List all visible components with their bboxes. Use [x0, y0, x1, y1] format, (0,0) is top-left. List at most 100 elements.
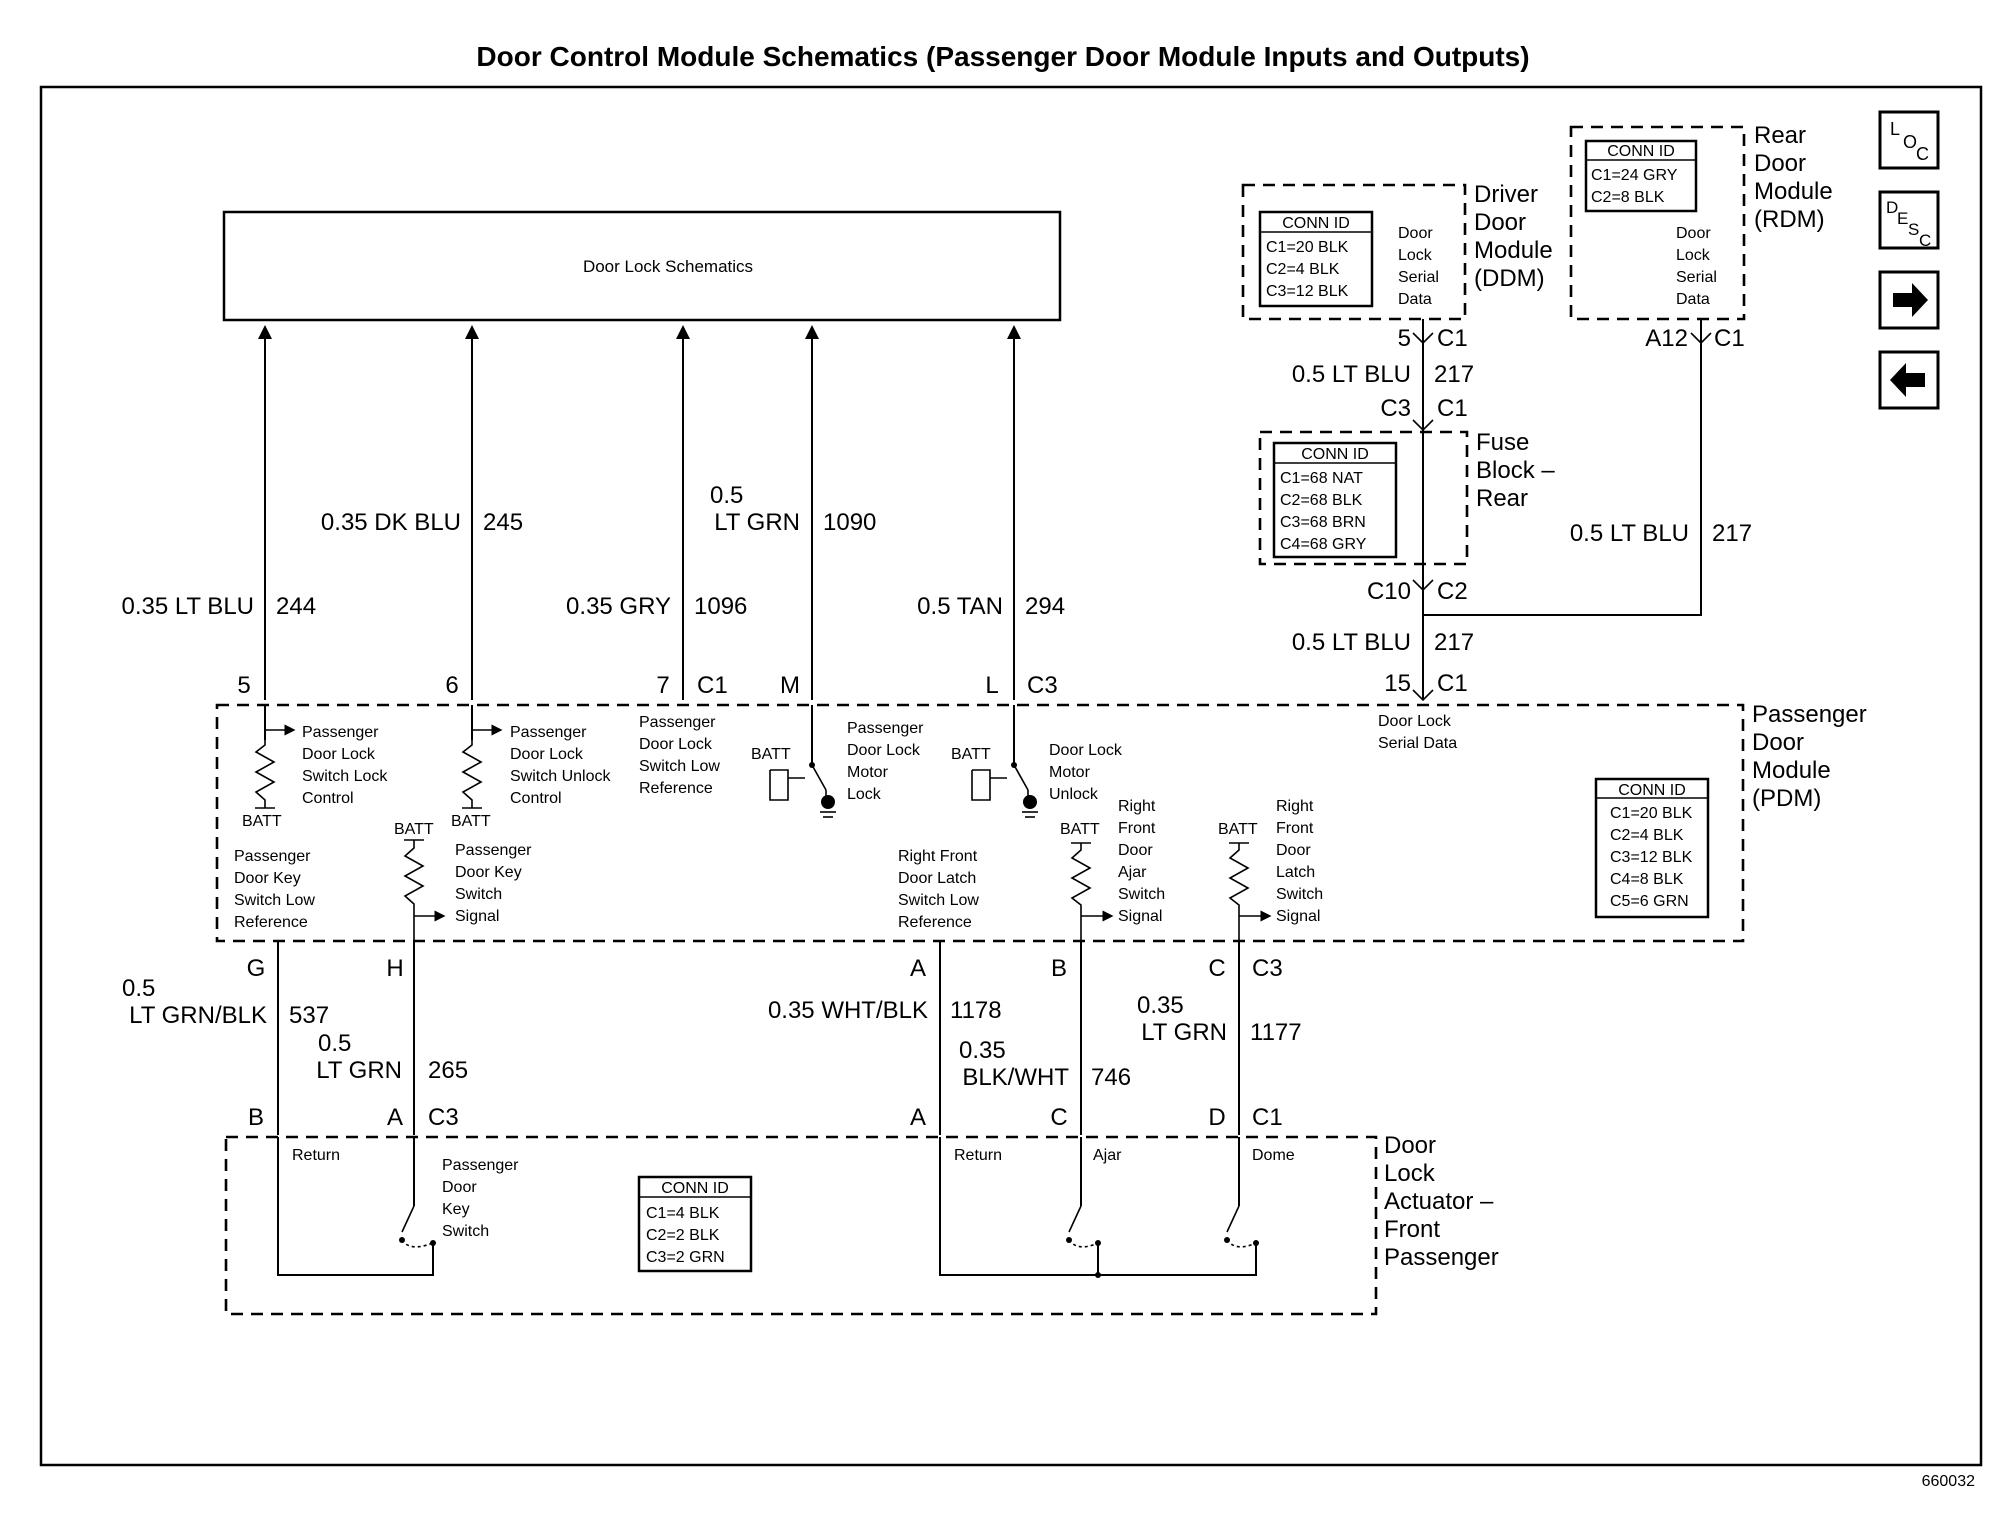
pdm-ajar-4: Ajar	[1118, 864, 1147, 881]
pdm-conn-header: CONN ID	[1618, 782, 1686, 799]
fuse-conn-c2-label: C2	[1437, 578, 1468, 605]
ddm-name-2: Door	[1474, 209, 1526, 236]
wire-244-circuit: 244	[276, 593, 316, 620]
actuator-conn-c3: C3=2 GRN	[646, 1249, 725, 1266]
pdm-unlock-ctrl-2: Door Lock	[510, 746, 584, 763]
pdm-lock-ctrl-3: Switch Lock	[302, 768, 388, 785]
pdm-latch-low-ref-2: Door Latch	[898, 870, 976, 887]
actuator-key-4: Switch	[442, 1223, 489, 1240]
previous-page-button[interactable]	[1878, 350, 1940, 410]
ddm-name-4: (DDM)	[1474, 265, 1545, 292]
wire-1177-pin-top: C	[1208, 955, 1225, 982]
pdm-conn-c4: C4=8 BLK	[1610, 871, 1684, 888]
fuse-conn-table	[1272, 441, 1398, 559]
door-lock-schematics-label: Door Lock Schematics	[583, 257, 753, 276]
loc-letter-l: L	[1890, 119, 1900, 139]
pdm-batt-6: BATT	[1060, 821, 1100, 838]
wire-1178-circuit: 1178	[950, 997, 1002, 1024]
wire-1090-size-gauge: 0.5	[710, 482, 743, 509]
pdm-lock-ctrl-2: Door Lock	[302, 746, 376, 763]
wire-244-size: 0.35 LT BLU	[121, 593, 254, 620]
wire-265-size-gauge: 0.5	[318, 1030, 351, 1057]
pdm-motor-lock-1: Passenger	[847, 720, 924, 737]
ddm-serial-2: Lock	[1398, 247, 1433, 264]
wire-746-pin-bot: C	[1050, 1104, 1067, 1131]
door-lock-actuator: Door Lock Actuator – Front Passenger CON…	[224, 1132, 1499, 1316]
actuator-key-2: Door	[442, 1179, 477, 1196]
location-button[interactable]: L O C	[1878, 110, 1940, 170]
arrow-left-icon	[1890, 363, 1925, 397]
pdm-conn-c3: C3=12 BLK	[1610, 849, 1693, 866]
pdm-batt-5: BATT	[394, 821, 434, 838]
wire-217-rdm-circuit: 217	[1712, 520, 1752, 547]
pdm-latch-3: Door	[1276, 842, 1311, 859]
figure-id: 660032	[1922, 1473, 1975, 1490]
wire-245-pin: 6	[445, 672, 458, 699]
pdm-key-low-ref-4: Reference	[234, 914, 308, 931]
wire-244-pin: 5	[237, 672, 250, 699]
fuse-conn-c1-label: C1	[1437, 395, 1468, 422]
fuse-conn-c1: C1=68 NAT	[1280, 470, 1363, 487]
wire-245: 0.35 DK BLU 245 6	[321, 325, 523, 700]
wire-294-circuit: 294	[1025, 593, 1065, 620]
wire-1090: 0.5 LT GRN 1090 M	[710, 325, 876, 700]
pdm-conn-c2: C2=4 BLK	[1610, 827, 1684, 844]
fuse-conn-c2: C2=68 BLK	[1280, 492, 1363, 509]
next-page-button[interactable]	[1878, 270, 1940, 330]
ddm-conn-c3: C3=12 BLK	[1266, 283, 1349, 300]
wire-1178: A 0.35 WHT/BLK 1178 A	[768, 941, 1002, 1135]
pdm-key-signal-4: Signal	[455, 908, 499, 925]
ddm-serial-3: Serial	[1398, 269, 1439, 286]
wire-265-pin-top: H	[386, 955, 403, 982]
wire-265-pin-bot: A	[387, 1104, 403, 1131]
fuse-conn-header: CONN ID	[1301, 446, 1369, 463]
pdm-lock-ctrl-1: Passenger	[302, 724, 379, 741]
wire-245-size: 0.35 DK BLU	[321, 509, 461, 536]
pdm-latch-1: Right	[1276, 798, 1314, 815]
rdm-serial-2: Lock	[1676, 247, 1711, 264]
wire-1178-pin-top: A	[910, 955, 926, 982]
pdm-name-1: Passenger	[1752, 701, 1867, 728]
pdm-motor-lock-3: Motor	[847, 764, 889, 781]
wire-537: G 0.5 LT GRN/BLK 537 B	[122, 941, 329, 1135]
loc-letter-o: O	[1903, 132, 1917, 152]
actuator-key-3: Key	[442, 1201, 470, 1218]
wire-746-circuit: 746	[1091, 1064, 1131, 1091]
wire-1178-pin-bot: A	[910, 1104, 926, 1131]
pdm-conn-c1-label: C1	[1437, 670, 1468, 697]
passenger-door-module: Passenger Door Module (PDM) CONN ID C1=2…	[215, 701, 1867, 943]
actuator-key-1: Passenger	[442, 1157, 519, 1174]
actuator-name-4: Front	[1384, 1216, 1440, 1243]
description-button[interactable]: D E S C	[1878, 190, 1940, 250]
actuator-conn-c3-label: C3	[428, 1104, 459, 1131]
wire-1090-circuit: 1090	[823, 509, 876, 536]
wire-537-circuit: 537	[289, 1002, 329, 1029]
fuse-name-2: Block –	[1476, 457, 1555, 484]
rdm-conn-table	[1584, 139, 1698, 213]
pdm-latch-5: Switch	[1276, 886, 1323, 903]
ddm-conn-c1-label: C1	[1437, 325, 1468, 352]
pdm-key-signal-2: Door Key	[455, 864, 522, 881]
fuse-name-3: Rear	[1476, 485, 1528, 512]
wire-1090-size-color: LT GRN	[714, 509, 800, 536]
actuator-dome: Dome	[1252, 1147, 1295, 1164]
rdm-serial-3: Serial	[1676, 269, 1717, 286]
pdm-conn-c1: C1=20 BLK	[1610, 805, 1693, 822]
wire-746: B 0.35 BLK/WHT 746 C	[959, 941, 1131, 1135]
pdm-lock-ctrl-4: Control	[302, 790, 354, 807]
wire-294-connector: C3	[1027, 672, 1058, 699]
pdm-latch-2: Front	[1276, 820, 1314, 837]
rdm-conn-header: CONN ID	[1607, 143, 1675, 160]
rdm-pin-a12: A12	[1645, 325, 1688, 352]
actuator-name-2: Lock	[1384, 1160, 1436, 1187]
door-lock-schematics-link[interactable]: Door Lock Schematics	[222, 210, 1062, 322]
wire-244: 0.35 LT BLU 244 5	[121, 325, 316, 700]
driver-door-module: CONN ID C1=20 BLK C2=4 BLK C3=12 BLK Doo…	[1241, 181, 1553, 321]
rdm-name-3: Module	[1754, 178, 1833, 205]
pdm-batt-1: BATT	[242, 813, 282, 830]
actuator-conn-c1: C1=4 BLK	[646, 1205, 720, 1222]
wire-294: 0.5 TAN 294 L C3	[917, 325, 1065, 700]
ddm-conn-header: CONN ID	[1282, 215, 1350, 232]
arrow-right-icon	[1893, 283, 1928, 317]
pdm-motor-unlock-1: Door Lock	[1049, 742, 1123, 759]
